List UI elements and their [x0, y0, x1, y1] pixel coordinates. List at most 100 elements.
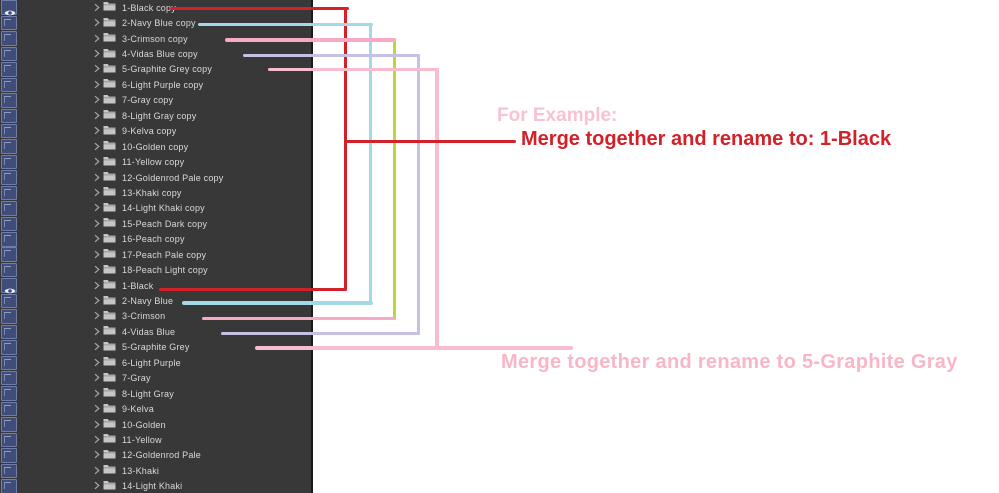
layer-row[interactable]: 7-Gray: [0, 369, 311, 387]
layer-name[interactable]: 12-Goldenrod Pale copy: [122, 172, 224, 183]
visibility-toggle[interactable]: [1, 170, 17, 185]
layer-row[interactable]: 18-Peach Light copy: [0, 261, 311, 279]
chevron-right-icon[interactable]: [94, 307, 100, 325]
layer-name[interactable]: 8-Light Gray copy: [122, 110, 197, 121]
layer-row[interactable]: 11-Yellow: [0, 431, 311, 449]
visibility-toggle[interactable]: [1, 309, 17, 324]
layer-name[interactable]: 7-Gray: [122, 373, 151, 384]
layer-name[interactable]: 10-Golden copy: [122, 141, 189, 152]
layer-row[interactable]: 1-Black: [0, 277, 311, 295]
layer-name[interactable]: 10-Golden: [122, 419, 166, 430]
chevron-right-icon[interactable]: [94, 215, 100, 233]
chevron-right-icon[interactable]: [94, 400, 100, 418]
visibility-toggle[interactable]: [1, 15, 17, 31]
chevron-right-icon[interactable]: [94, 107, 100, 125]
visibility-toggle[interactable]: [1, 355, 17, 371]
visibility-toggle[interactable]: [1, 386, 17, 401]
chevron-right-icon[interactable]: [94, 169, 100, 187]
layer-name[interactable]: 7-Gray copy: [122, 95, 174, 106]
chevron-right-icon[interactable]: [94, 431, 100, 449]
chevron-right-icon[interactable]: [94, 184, 100, 202]
chevron-right-icon[interactable]: [94, 292, 100, 310]
layer-row[interactable]: 14-Light Khaki: [0, 479, 311, 493]
visibility-toggle[interactable]: [1, 46, 17, 62]
chevron-right-icon[interactable]: [94, 354, 100, 372]
layer-name[interactable]: 13-Khaki: [122, 465, 160, 476]
chevron-right-icon[interactable]: [94, 14, 100, 32]
visibility-toggle[interactable]: [1, 247, 17, 262]
layer-name[interactable]: 11-Yellow: [122, 434, 162, 445]
visibility-toggle[interactable]: [1, 31, 17, 46]
layer-row[interactable]: 4-Vidas Blue copy: [0, 45, 311, 63]
layer-name[interactable]: 14-Light Khaki: [122, 481, 183, 492]
visibility-toggle[interactable]: [1, 216, 17, 232]
chevron-right-icon[interactable]: [94, 122, 100, 140]
layer-row[interactable]: 9-Kelva: [0, 400, 311, 418]
layer-row[interactable]: 17-Peach Pale copy: [0, 247, 311, 262]
chevron-right-icon[interactable]: [94, 0, 100, 17]
chevron-right-icon[interactable]: [94, 91, 100, 109]
layer-name[interactable]: 12-Goldenrod Pale: [122, 450, 201, 461]
visibility-toggle[interactable]: [1, 0, 17, 16]
visibility-toggle[interactable]: [1, 278, 17, 294]
visibility-toggle[interactable]: [1, 139, 17, 154]
visibility-toggle[interactable]: [1, 293, 17, 309]
layer-row[interactable]: 1-Black copy: [0, 0, 311, 17]
visibility-toggle[interactable]: [1, 108, 17, 124]
layer-row[interactable]: 2-Navy Blue copy: [0, 14, 311, 32]
layer-name[interactable]: 13-Khaki copy: [122, 187, 182, 198]
visibility-toggle[interactable]: [1, 448, 17, 463]
layer-name[interactable]: 5-Graphite Grey copy: [122, 64, 213, 75]
layer-name[interactable]: 14-Light Khaki copy: [122, 203, 205, 214]
layer-row[interactable]: 16-Peach copy: [0, 232, 311, 247]
layer-name[interactable]: 11-Yellow copy: [122, 157, 185, 168]
visibility-toggle[interactable]: [1, 479, 17, 493]
chevron-right-icon[interactable]: [94, 338, 100, 356]
layer-row[interactable]: 10-Golden copy: [0, 139, 311, 154]
layer-row[interactable]: 13-Khaki: [0, 463, 311, 479]
layer-row[interactable]: 5-Graphite Grey: [0, 340, 311, 355]
chevron-right-icon[interactable]: [94, 246, 100, 264]
chevron-right-icon[interactable]: [94, 153, 100, 171]
visibility-toggle[interactable]: [1, 370, 17, 386]
layer-name[interactable]: 3-Crimson copy: [122, 33, 188, 44]
layer-row[interactable]: 3-Crimson copy: [0, 31, 311, 46]
visibility-toggle[interactable]: [1, 417, 17, 432]
visibility-toggle[interactable]: [1, 324, 17, 340]
chevron-right-icon[interactable]: [94, 261, 100, 279]
chevron-right-icon[interactable]: [94, 385, 100, 403]
layer-row[interactable]: 15-Peach Dark copy: [0, 215, 311, 233]
layer-name[interactable]: 18-Peach Light copy: [122, 265, 208, 276]
visibility-toggle[interactable]: [1, 262, 17, 278]
layer-name[interactable]: 3-Crimson: [122, 311, 166, 322]
layer-row[interactable]: 6-Light Purple copy: [0, 76, 311, 94]
layer-row[interactable]: 4-Vidas Blue: [0, 324, 311, 340]
layer-row[interactable]: 13-Khaki copy: [0, 184, 311, 202]
layer-row[interactable]: 9-Kelva copy: [0, 122, 311, 140]
layer-name[interactable]: 8-Light Gray: [122, 388, 174, 399]
chevron-right-icon[interactable]: [94, 277, 100, 295]
visibility-toggle[interactable]: [1, 185, 17, 201]
layer-name[interactable]: 4-Vidas Blue copy: [122, 49, 198, 60]
layer-row[interactable]: 11-Yellow copy: [0, 153, 311, 171]
visibility-toggle[interactable]: [1, 77, 17, 93]
visibility-toggle[interactable]: [1, 93, 17, 108]
layer-name[interactable]: 5-Graphite Grey: [122, 342, 190, 353]
chevron-right-icon[interactable]: [94, 76, 100, 94]
visibility-toggle[interactable]: [1, 62, 17, 77]
visibility-toggle[interactable]: [1, 340, 17, 355]
layer-name[interactable]: 17-Peach Pale copy: [122, 249, 207, 260]
chevron-right-icon[interactable]: [94, 446, 100, 464]
layer-row[interactable]: 3-Crimson: [0, 309, 311, 324]
chevron-right-icon[interactable]: [94, 416, 100, 434]
chevron-right-icon[interactable]: [94, 30, 100, 48]
layer-row[interactable]: 5-Graphite Grey copy: [0, 62, 311, 77]
layer-row[interactable]: 14-Light Khaki copy: [0, 201, 311, 216]
visibility-toggle[interactable]: [1, 401, 17, 417]
layer-row[interactable]: 6-Light Purple: [0, 354, 311, 372]
chevron-right-icon[interactable]: [94, 45, 100, 63]
layer-row[interactable]: 12-Goldenrod Pale copy: [0, 170, 311, 185]
layer-row[interactable]: 7-Gray copy: [0, 93, 311, 108]
layer-name[interactable]: 4-Vidas Blue: [122, 326, 176, 337]
chevron-right-icon[interactable]: [94, 369, 100, 387]
